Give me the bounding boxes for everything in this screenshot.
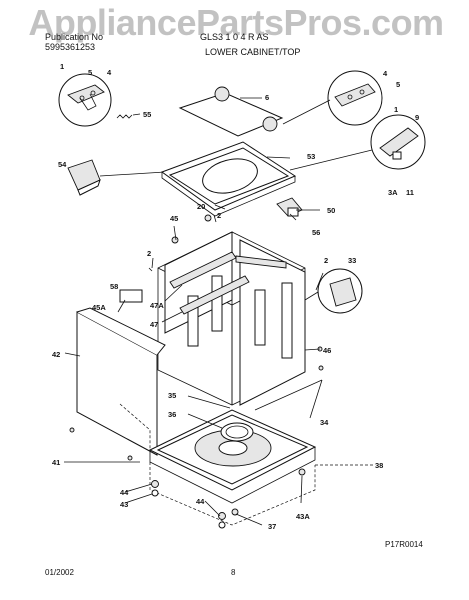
page-number: 8 [231,568,236,577]
page-title: LOWER CABINET/TOP [205,47,301,57]
callout-33: 33 [348,256,357,265]
callout-5-right: 5 [396,80,401,89]
callout-41: 41 [52,458,61,467]
switch-detail-circle [370,114,426,170]
callout-58: 58 [110,282,119,291]
callout-2-right: 2 [324,256,329,265]
hinge-detail-circle-right [327,70,383,126]
callout-47a: 47A [150,301,164,310]
callout-34: 34 [320,418,329,427]
callout-44-bottom: 44 [196,497,205,506]
publication-number: 5995361253 [45,42,96,52]
bracket-detail-circle-33 [317,268,363,314]
callout-9: 9 [415,113,420,122]
callout-38: 38 [375,461,384,470]
callout-47: 47 [150,320,159,329]
callout-54: 54 [58,160,67,169]
callout-6: 6 [265,93,270,102]
base-part [148,409,317,504]
callout-42: 42 [52,350,61,359]
footer-date: 01/2002 [45,568,74,577]
callout-56: 56 [312,228,321,237]
hinge-detail-circle-left [58,73,112,127]
figure-code: P17R0014 [385,540,423,549]
fastener-parts [69,214,324,529]
callout-leaders [64,156,324,526]
watermark: AppliancePartsPros.com [28,2,444,43]
callout-46: 46 [323,346,332,355]
callout-36: 36 [168,410,177,419]
callout-1-right: 1 [394,105,399,114]
drive-ring-part [220,422,254,442]
lid-part [178,86,284,137]
callout-5: 5 [88,68,93,77]
callout-4-right: 4 [383,69,388,78]
callout-35: 35 [168,391,177,400]
callout-2-top: 2 [217,211,222,220]
model-number: GLS3 1 0 4 R AS [200,32,269,42]
callout-45: 45 [170,214,179,223]
callout-37: 37 [268,522,277,531]
callout-1: 1 [60,62,65,71]
callout-44-left: 44 [120,488,129,497]
callout-45a: 45A [92,303,106,312]
publication-label: Publication No [45,32,104,42]
top-panel-part [160,141,297,217]
callout-43a: 43A [296,512,310,521]
callout-2-left: 2 [147,249,152,258]
callout-11: 11 [406,188,414,197]
front-panel-part [76,307,166,456]
lid-switch-part [276,197,303,217]
bracket-part-54 [67,159,101,196]
callout-3a: 3A [388,188,398,197]
callout-55: 55 [143,110,152,119]
spring-part [116,114,133,119]
callout-4: 4 [107,68,112,77]
callout-43: 43 [120,500,129,509]
cabinet-frame [157,231,306,406]
callout-53: 53 [307,152,316,161]
callout-50: 50 [327,206,336,215]
callout-20: 20 [197,202,206,211]
